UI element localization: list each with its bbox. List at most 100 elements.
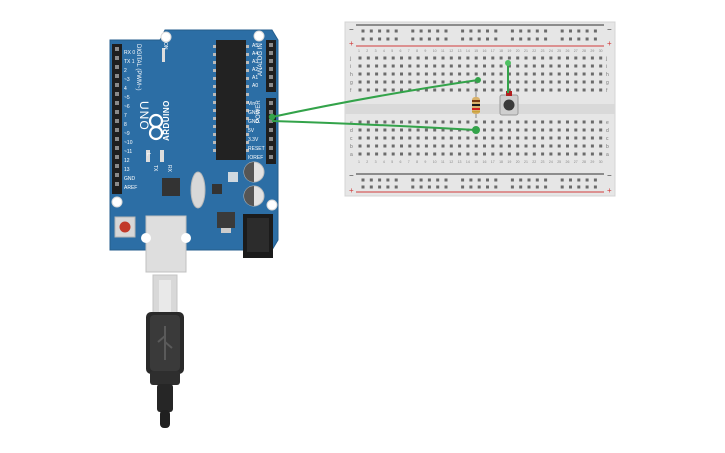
breadboard-hole[interactable] [507,56,511,60]
breadboard-hole[interactable] [408,152,412,156]
rail-hole[interactable] [486,185,489,189]
breadboard-hole[interactable] [358,80,362,84]
rail-hole[interactable] [461,185,465,189]
rail-hole[interactable] [394,37,398,41]
reset-button[interactable] [114,216,136,238]
rail-hole[interactable] [577,37,581,41]
arduino-uno-board[interactable] [109,29,279,273]
breadboard-hole[interactable] [507,64,511,68]
digital-pin[interactable] [115,110,119,114]
breadboard-hole[interactable] [391,136,395,140]
rail-hole[interactable] [510,185,514,189]
breadboard-hole[interactable] [424,88,428,92]
rail-hole[interactable] [444,29,448,33]
breadboard-hole[interactable] [433,80,437,84]
breadboard-hole[interactable] [358,152,362,156]
resistor[interactable] [472,92,480,118]
breadboard-hole[interactable] [474,72,478,76]
breadboard-hole[interactable] [541,128,545,132]
breadboard-hole[interactable] [375,136,379,140]
breadboard-hole[interactable] [375,120,379,124]
breadboard-hole[interactable] [466,120,470,124]
breadboard-hole[interactable] [557,136,561,140]
breadboard-hole[interactable] [532,128,536,132]
rail-hole[interactable] [386,37,390,41]
breadboard-hole[interactable] [383,56,387,60]
breadboard-hole[interactable] [358,136,362,140]
breadboard-hole[interactable] [566,152,569,156]
breadboard-hole[interactable] [590,152,594,156]
breadboard-hole[interactable] [516,144,520,148]
breadboard-hole[interactable] [408,72,412,76]
breadboard-hole[interactable] [416,72,420,76]
rail-hole[interactable] [544,29,548,33]
analog-pin[interactable] [269,83,273,87]
breadboard-hole[interactable] [507,144,511,148]
rail-hole[interactable] [394,178,398,182]
breadboard-hole[interactable] [516,128,520,132]
digital-pin[interactable] [115,119,119,123]
breadboard-hole[interactable] [391,144,395,148]
power-jack[interactable] [243,214,273,258]
breadboard-hole[interactable] [524,136,528,140]
breadboard-hole[interactable] [483,144,486,148]
breadboard-hole[interactable] [433,64,437,68]
rail-hole[interactable] [527,178,531,182]
rail-hole[interactable] [569,37,572,41]
breadboard-hole[interactable] [574,88,578,92]
breadboard-hole[interactable] [599,120,603,124]
breadboard-hole[interactable] [549,56,553,60]
breadboard-hole[interactable] [499,128,503,132]
breadboard-hole[interactable] [574,120,578,124]
breadboard-hole[interactable] [408,56,412,60]
breadboard-hole[interactable] [408,120,412,124]
breadboard-hole[interactable] [532,120,536,124]
breadboard-hole[interactable] [375,128,379,132]
rail-hole[interactable] [369,29,373,33]
breadboard-hole[interactable] [433,56,437,60]
breadboard-hole[interactable] [549,136,553,140]
breadboard-hole[interactable] [582,136,586,140]
breadboard-hole[interactable] [574,56,578,60]
rail-hole[interactable] [535,185,539,189]
breadboard-hole[interactable] [366,88,370,92]
breadboard-hole[interactable] [424,152,428,156]
breadboard-hole[interactable] [574,144,578,148]
rail-hole[interactable] [477,37,481,41]
breadboard-hole[interactable] [541,88,545,92]
breadboard-hole[interactable] [433,120,437,124]
breadboard-hole[interactable] [375,56,379,60]
breadboard-hole[interactable] [474,152,478,156]
jumper-wire-short[interactable] [505,60,511,93]
breadboard-hole[interactable] [366,152,370,156]
breadboard-hole[interactable] [375,144,379,148]
rail-hole[interactable] [593,37,597,41]
breadboard-hole[interactable] [557,120,561,124]
breadboard-hole[interactable] [491,144,495,148]
breadboard-hole[interactable] [483,128,486,132]
breadboard-hole[interactable] [400,64,403,68]
digital-pin[interactable] [115,155,119,159]
breadboard-hole[interactable] [507,72,511,76]
breadboard-hole[interactable] [516,64,520,68]
breadboard-hole[interactable] [416,136,420,140]
breadboard-hole[interactable] [458,152,462,156]
breadboard-hole[interactable] [383,144,387,148]
rail-hole[interactable] [378,178,382,182]
breadboard-hole[interactable] [590,128,594,132]
breadboard-hole[interactable] [458,88,462,92]
breadboard-hole[interactable] [582,144,586,148]
breadboard-hole[interactable] [466,136,470,140]
breadboard-hole[interactable] [391,56,395,60]
breadboard-hole[interactable] [424,144,428,148]
breadboard-hole[interactable] [491,56,495,60]
breadboard-hole[interactable] [449,144,453,148]
breadboard-hole[interactable] [499,88,503,92]
breadboard-hole[interactable] [491,64,495,68]
breadboard-hole[interactable] [532,80,536,84]
breadboard-hole[interactable] [599,56,603,60]
breadboard-hole[interactable] [383,64,387,68]
breadboard-hole[interactable] [599,144,603,148]
breadboard-hole[interactable] [416,152,420,156]
breadboard-hole[interactable] [574,64,578,68]
